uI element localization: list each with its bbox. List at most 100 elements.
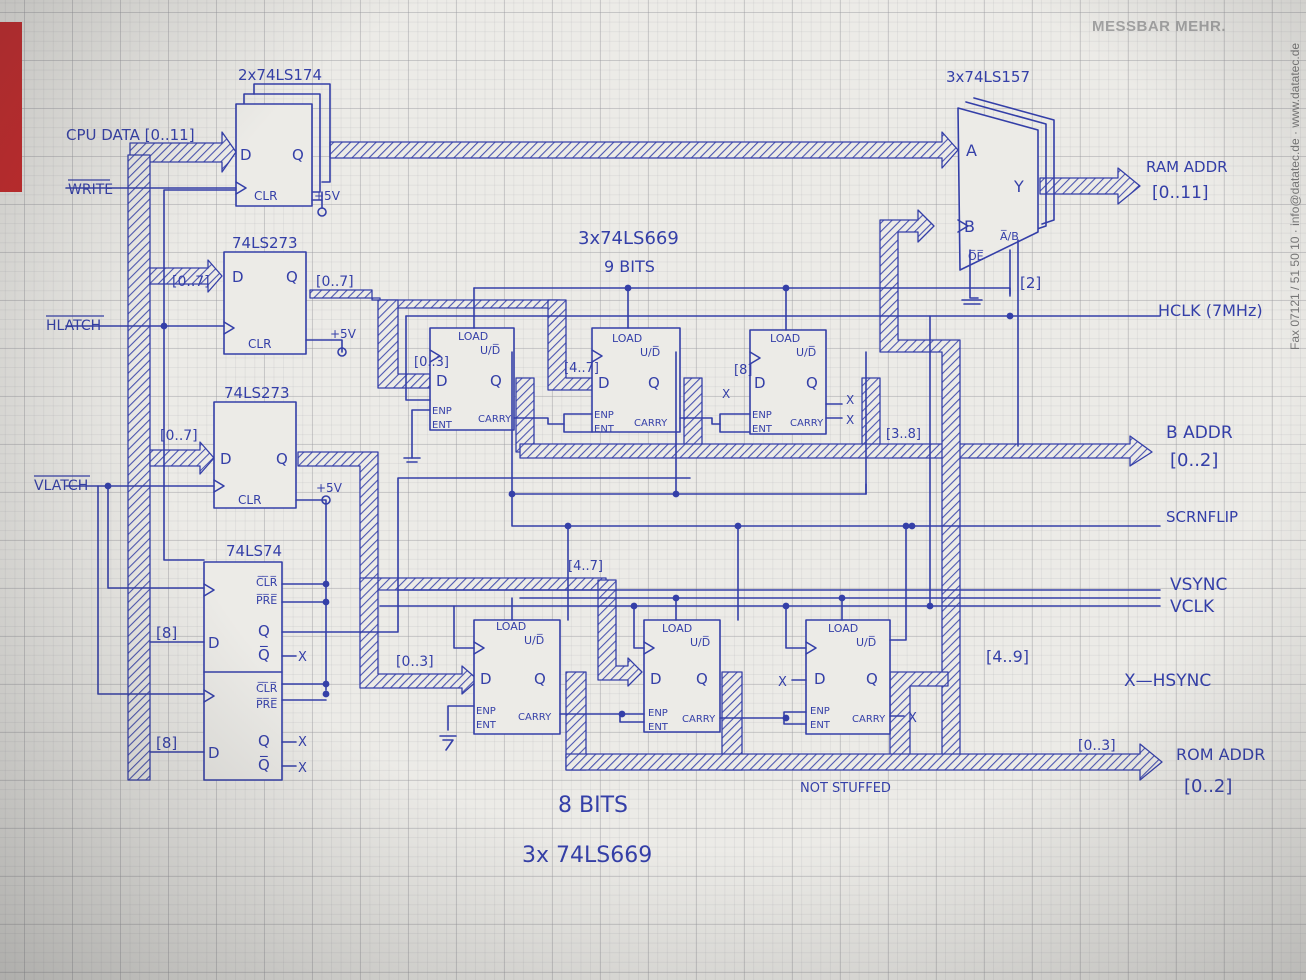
pin-carry: CARRY <box>790 418 824 429</box>
pin-ud: U/D̅ <box>796 346 816 359</box>
label-vsync: VSYNC <box>1170 575 1227 595</box>
brand-text: MESSBAR MEHR. <box>1092 18 1227 35</box>
pin-d: D <box>754 374 766 392</box>
label-hsync: X—HSYNC <box>1124 671 1211 691</box>
label-vclk: VCLK <box>1170 597 1215 617</box>
bus-label: [0..7] <box>160 428 198 444</box>
pin-ab: A̅/B <box>1000 230 1019 243</box>
chip-h-counter-3 <box>749 329 827 435</box>
pin-oe: O̅E̅ <box>968 250 984 263</box>
pin-carry: CARRY <box>478 414 512 425</box>
label-b-range: [0..2] <box>1170 450 1218 471</box>
bus-label: [0..3] <box>414 355 449 370</box>
pin-q: Q <box>866 670 878 688</box>
pin-load: LOAD <box>662 622 692 635</box>
pin-a: A <box>966 141 977 160</box>
pin-5v: +5V <box>330 327 357 341</box>
bus-label: [8] <box>156 624 177 642</box>
title-74ls273-h: 74LS273 <box>232 234 298 252</box>
bus-label: [8] <box>156 734 177 752</box>
label-not-stuffed: NOT STUFFED <box>800 781 891 796</box>
pin-enp: ENP <box>432 406 452 417</box>
chip-74ls273-v <box>213 401 297 509</box>
label-cpu-data: CPU DATA [0..11] <box>66 126 195 144</box>
bus-ram-addr-arrow <box>1039 167 1141 205</box>
pin-ud: U/D̅ <box>524 634 544 647</box>
chip-2x74ls174 <box>235 83 331 207</box>
wire-scrnflip <box>511 351 1161 527</box>
pin-enp: ENP <box>810 706 830 717</box>
pin-q: Q <box>534 670 546 688</box>
pin-5v: +5V <box>314 189 341 203</box>
v-counter-bits: 8 BITS <box>558 793 628 818</box>
pin-ud: U/D̅ <box>690 636 710 649</box>
bus-hc3-out <box>861 377 881 453</box>
bus-h-counter1-in <box>377 299 431 389</box>
pin-x: X <box>722 387 730 401</box>
pin-ent: ENT <box>476 720 497 731</box>
pin-q: Q <box>696 670 708 688</box>
pin-q: Q <box>286 268 298 286</box>
pin-q: Q <box>258 732 270 750</box>
pin-ent: ENT <box>752 424 773 435</box>
pin-clr: CLR <box>238 493 261 507</box>
label-hlatch: HLATCH <box>46 318 101 334</box>
chip-74ls74 <box>203 561 283 781</box>
bus-label: [0..7] <box>172 274 210 290</box>
chip-v-counter-3 <box>805 619 891 735</box>
bus-v-counter1-in <box>359 577 479 695</box>
pin-q: Q <box>292 146 304 164</box>
pin-clr-bar: C̅L̅R̅ <box>256 576 278 589</box>
title-h-counter: 3x74LS669 <box>578 228 679 249</box>
pin-d: D <box>232 268 244 286</box>
bus-main-vertical <box>127 154 151 781</box>
pin-x: X <box>846 413 854 427</box>
ground-symbols <box>403 299 983 751</box>
bus-to-mux-b <box>879 209 961 761</box>
pin-carry: CARRY <box>852 714 886 725</box>
label-hclk: HCLK (7MHz) <box>1158 301 1263 320</box>
label-scrnflip: SCRNFLIP <box>1166 508 1238 526</box>
pin-enp: ENP <box>752 410 772 421</box>
bus-label: [4..7] <box>568 559 603 574</box>
bus-branch-h <box>149 259 223 293</box>
pin-ud: U/D̅ <box>640 346 660 359</box>
bus-label: [2] <box>1020 274 1041 292</box>
label-rom-addr: ROM ADDR <box>1176 745 1265 764</box>
pin-q: Q <box>806 374 818 392</box>
label-ram-addr: RAM ADDR <box>1146 158 1228 176</box>
title-v-counter: 3x 74LS669 <box>522 843 652 868</box>
pin-ent: ENT <box>594 424 615 435</box>
pin-pre-bar: P̅R̅E̅ <box>256 594 278 607</box>
chip-h-counter-2 <box>591 327 681 433</box>
pin-qbar: Q̅ <box>258 645 270 664</box>
bus-label: [8] <box>734 363 752 378</box>
pin-enp: ENP <box>648 708 668 719</box>
pin-q: Q <box>258 622 270 640</box>
title-74ls174: 2x74LS174 <box>238 66 322 84</box>
pin-ud: U/D̅ <box>856 636 876 649</box>
pin-enp: ENP <box>594 410 614 421</box>
bus-label: [0..3] <box>396 654 434 670</box>
pin-d: D <box>650 670 662 688</box>
bus-v-latch-out <box>297 451 607 591</box>
pin-x: X <box>298 735 307 750</box>
bus-to-mux-a <box>329 131 959 169</box>
bus-b-addr-arrow <box>519 435 1153 467</box>
pin-ent: ENT <box>810 720 831 731</box>
chip-74ls273-h <box>223 251 307 355</box>
pin-d: D <box>598 374 610 392</box>
pin-y: Y <box>1013 177 1024 196</box>
label-vlatch: VLATCH <box>34 478 88 494</box>
pin-load: LOAD <box>496 620 526 633</box>
pin-load: LOAD <box>770 332 800 345</box>
title-74ls157: 3x74LS157 <box>946 68 1030 86</box>
bus-branch-v <box>149 441 215 475</box>
bus-label: [0..7] <box>316 274 354 290</box>
chip-3x74ls157 <box>957 97 1055 271</box>
vcc-symbols <box>317 199 347 505</box>
pin-carry: CARRY <box>634 418 668 429</box>
pin-load: LOAD <box>458 330 488 343</box>
